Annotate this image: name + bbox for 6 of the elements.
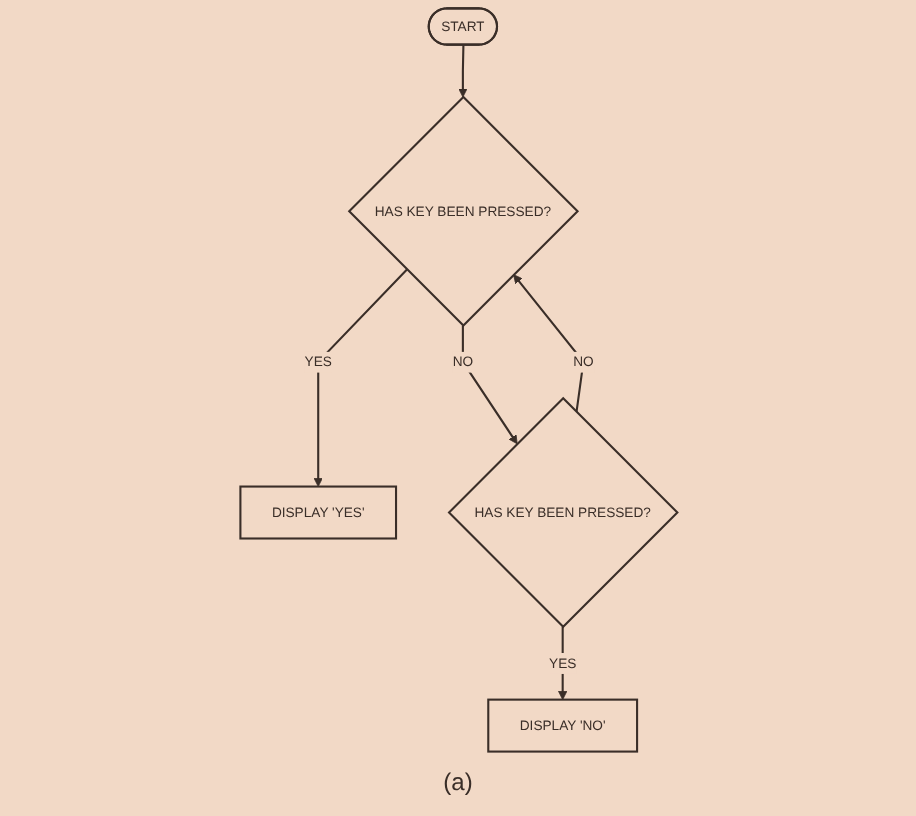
arrow	[312, 268, 407, 487]
arrow	[512, 274, 584, 413]
arrow	[557, 626, 567, 701]
arrow	[457, 45, 467, 98]
figure-caption: (a)	[443, 768, 473, 796]
arrow	[460, 325, 517, 445]
